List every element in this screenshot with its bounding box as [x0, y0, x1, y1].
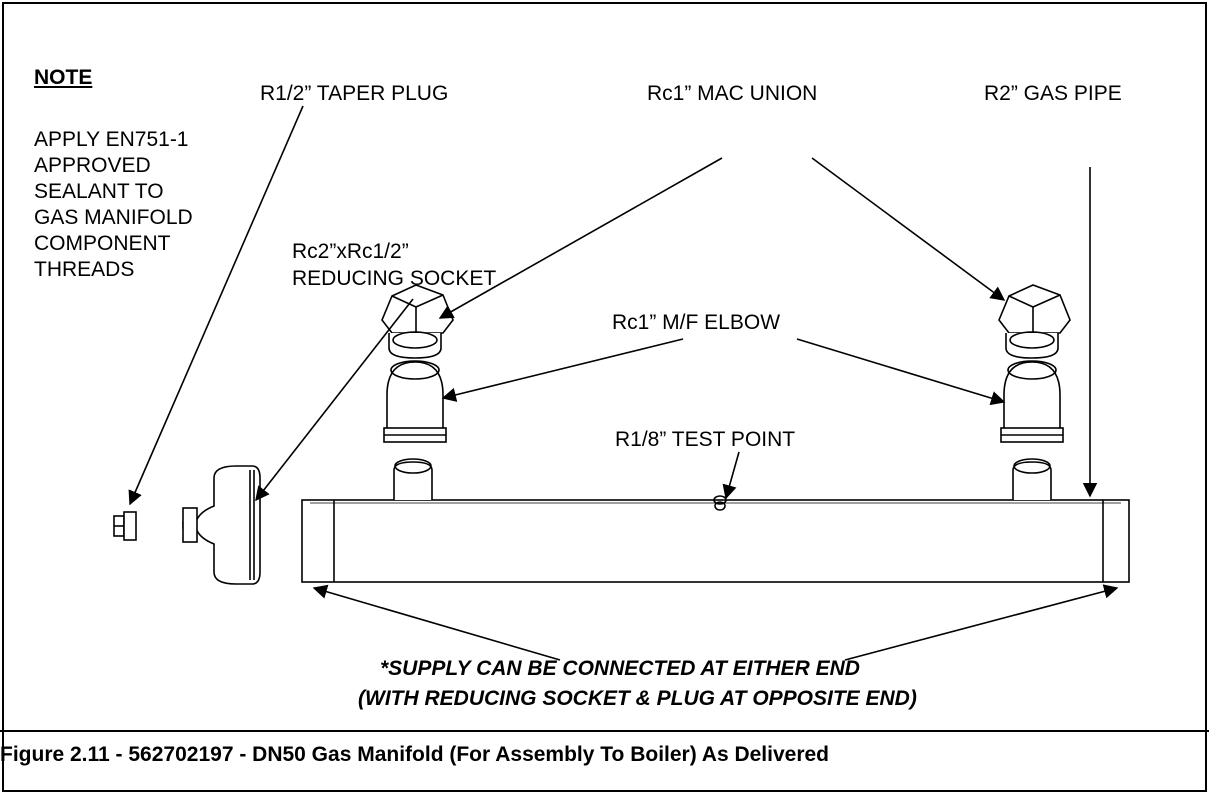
- mac-union-left: [381, 284, 454, 359]
- mf-elbow-left: [383, 360, 447, 443]
- taper-plug: [113, 511, 137, 541]
- note-line: THREADS: [34, 258, 135, 281]
- leader-supply-left: [312, 584, 561, 661]
- note-body: APPLY EN751-1 APPROVED SEALANT TO GAS MA…: [34, 127, 254, 283]
- gas-pipe: [301, 499, 1130, 583]
- note-line: COMPONENT: [34, 232, 171, 255]
- label-mf-elbow: Rc1” M/F ELBOW: [612, 311, 781, 334]
- reducing-socket: [182, 465, 261, 585]
- label-reducing-socket: REDUCING SOCKET: [292, 267, 497, 290]
- note-title: NOTE: [34, 66, 93, 89]
- figure-caption: Figure 2.11 - 562702197 - DN50 Gas Manif…: [0, 743, 830, 766]
- leader-test-point: [722, 451, 740, 500]
- note-line: GAS MANIFOLD: [34, 206, 193, 229]
- mf-elbow-right: [1000, 360, 1064, 443]
- pipe-stub-right: [1012, 458, 1052, 500]
- mac-union-right: [998, 284, 1071, 359]
- pipe-stub-left: [393, 458, 433, 500]
- note-line: SEALANT TO: [34, 180, 164, 203]
- leader-supply-right: [844, 584, 1119, 661]
- supply-note-line1: *SUPPLY CAN BE CONNECTED AT EITHER END: [380, 657, 860, 680]
- leader-reducing-socket: [255, 298, 414, 502]
- note-line: APPROVED: [34, 154, 151, 177]
- note-line: APPLY EN751-1: [34, 128, 189, 151]
- leader-taper-plug: [128, 105, 304, 506]
- test-point-fitting: [713, 495, 727, 511]
- leader-elbow-right: [796, 338, 1006, 406]
- supply-note-line2: (WITH REDUCING SOCKET & PLUG AT OPPOSITE…: [358, 687, 917, 710]
- label-reducing-socket-size: Rc2”xRc1/2”: [292, 240, 409, 263]
- caption-rule: [0, 730, 1209, 732]
- leader-mac-union-right: [811, 157, 1006, 301]
- label-mac-union: Rc1” MAC UNION: [647, 82, 818, 105]
- leader-mac-union-left: [438, 157, 723, 319]
- label-test-point: R1/8” TEST POINT: [615, 428, 796, 451]
- label-taper-plug: R1/2” TAPER PLUG: [260, 82, 449, 105]
- label-gas-pipe: R2” GAS PIPE: [984, 82, 1122, 105]
- leader-elbow-left: [441, 338, 684, 402]
